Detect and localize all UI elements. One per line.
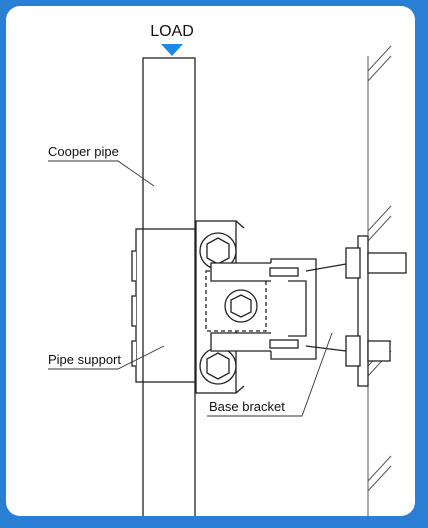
label-copper-pipe: Cooper pipe: [48, 144, 119, 159]
base-bracket: [205, 258, 317, 360]
label-pipe-support: Pipe support: [48, 352, 121, 367]
anchor-bolts: [305, 235, 407, 387]
load-arrow-icon: [161, 44, 183, 56]
pipe-support-clamp: [131, 228, 203, 383]
label-base-bracket: Base bracket: [209, 399, 285, 414]
wall: [367, 45, 392, 516]
diagram-panel: LOAD Cooper pipe Pipe support Base brack…: [6, 6, 415, 516]
load-label: LOAD: [150, 23, 194, 40]
callout-lines: [48, 160, 333, 417]
pipe-support-drawing: LOAD Cooper pipe Pipe support Base brack…: [48, 23, 407, 516]
